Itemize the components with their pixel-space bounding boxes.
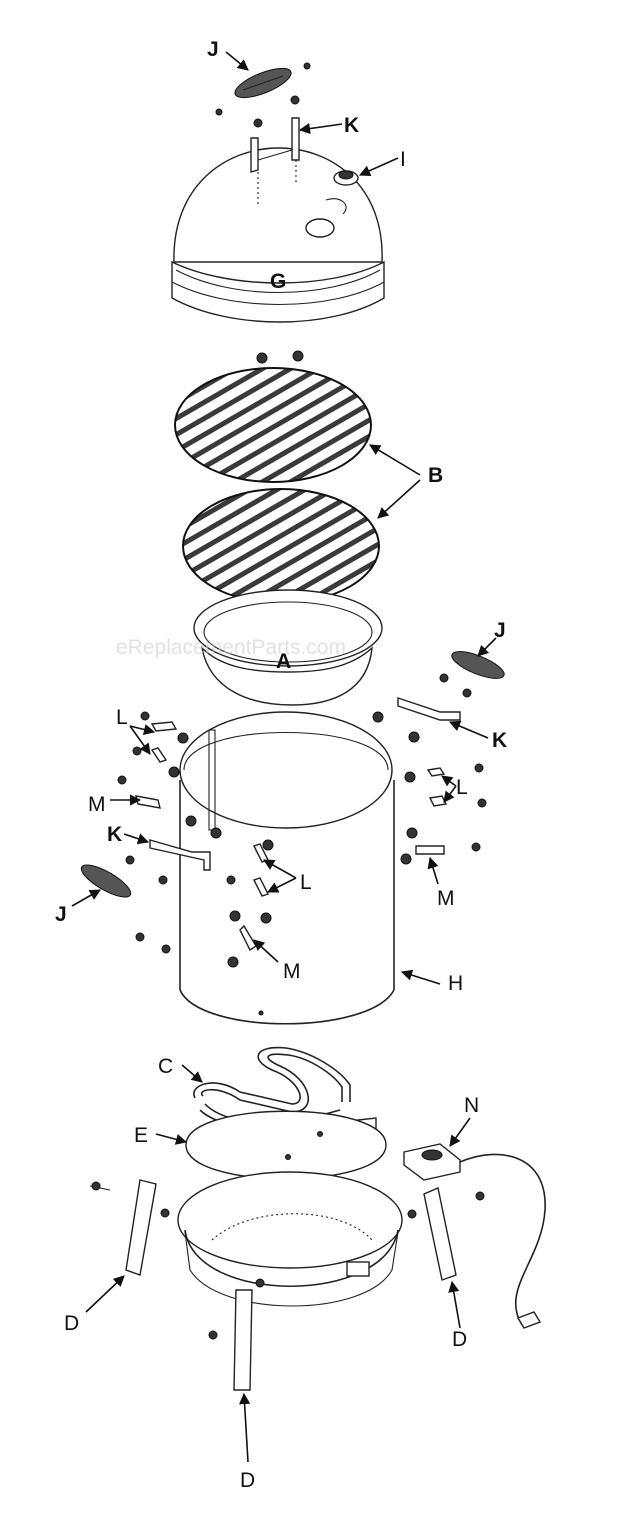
lid-handle-bracket-k <box>250 95 300 205</box>
legs-part-d <box>89 1179 485 1391</box>
label-e: E <box>134 1124 148 1147</box>
grid-supports-l <box>150 721 448 897</box>
body-hardware <box>117 673 487 968</box>
label-i: I <box>400 148 406 171</box>
label-l-center: L <box>300 871 312 894</box>
heat-plate-part-e <box>185 1110 387 1180</box>
label-j-top: J <box>207 38 219 61</box>
cooking-grid-lower <box>182 488 380 604</box>
label-l-right: L <box>456 776 468 799</box>
lid-bolts <box>256 350 304 364</box>
leader-arrows <box>71 51 497 1463</box>
label-d-right: D <box>452 1328 467 1351</box>
handles-j-side <box>80 651 505 898</box>
label-h: H <box>448 972 463 995</box>
water-pan-part-a <box>193 589 383 706</box>
label-d-left: D <box>64 1312 79 1335</box>
label-m-left: M <box>88 793 106 816</box>
base-pan <box>160 1171 417 1307</box>
label-g: G <box>270 270 286 293</box>
label-k-right: K <box>492 729 507 752</box>
label-l-left: L <box>116 706 128 729</box>
handle-brackets-k <box>149 697 461 871</box>
label-d-bottom: D <box>240 1469 255 1492</box>
body-cylinder-part-h <box>179 711 395 1025</box>
brackets-m <box>135 795 445 952</box>
label-m-right: M <box>437 887 455 910</box>
lid-part-g <box>171 147 385 323</box>
label-a: A <box>276 650 291 673</box>
lid-handle-j <box>215 62 311 116</box>
label-m-center: M <box>283 960 301 983</box>
label-n: N <box>464 1094 479 1117</box>
controller-part-n <box>403 1143 546 1329</box>
label-c: C <box>158 1055 173 1078</box>
label-b: B <box>428 464 443 487</box>
label-j-left: J <box>55 903 67 926</box>
cooking-grid-upper <box>174 367 372 483</box>
label-k-top: K <box>344 114 359 137</box>
watermark-text: eReplacementParts.com <box>116 636 346 659</box>
label-j-right: J <box>494 619 506 642</box>
vent-part-i <box>333 170 359 186</box>
label-k-left: K <box>107 823 122 846</box>
